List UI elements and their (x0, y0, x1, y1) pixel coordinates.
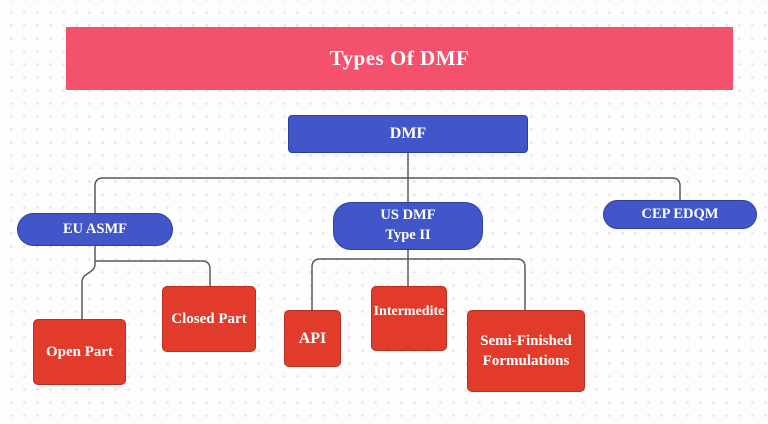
node-semi-finished-label-line2: Formulations (482, 353, 570, 369)
title-banner-label: Types Of DMF (329, 46, 470, 70)
node-closed-part-label: Closed Part (171, 310, 247, 327)
node-api: API (284, 310, 341, 367)
node-open-part: Open Part (33, 319, 126, 385)
node-semi-finished-label-line1: Semi-Finished (480, 332, 572, 349)
node-cep-edqm: CEP EDQM (603, 200, 757, 229)
node-intermedite: Intermedite (371, 286, 447, 351)
node-us-dmf-type-ii: US DMF Type II (333, 202, 483, 250)
node-us-dmf-label-line1: US DMF (380, 207, 436, 224)
node-eu-asmf: EU ASMF (17, 213, 173, 246)
node-semi-finished-formulations: Semi-Finished Formulations (467, 310, 585, 392)
node-cep-edqm-label: CEP EDQM (641, 205, 719, 222)
connector-us-to-api (311, 258, 408, 310)
connector-dmf-to-eu (94, 177, 408, 213)
node-open-part-label: Open Part (45, 343, 114, 360)
title-banner: Types Of DMF (66, 27, 733, 90)
connector-eu-to-open (81, 245, 96, 319)
connector-dmf-to-cep (408, 177, 681, 200)
node-eu-asmf-label: EU ASMF (62, 220, 128, 237)
node-dmf-label: DMF (389, 125, 427, 143)
node-dmf: DMF (288, 115, 528, 153)
node-api-label: API (298, 329, 327, 347)
node-closed-part: Closed Part (162, 286, 256, 352)
node-intermedite-label: Intermedite (373, 304, 445, 319)
node-us-dmf-label-line2: Type II (385, 227, 431, 243)
connector-us-to-semi (408, 258, 526, 310)
connector-eu-to-closed (95, 260, 211, 286)
